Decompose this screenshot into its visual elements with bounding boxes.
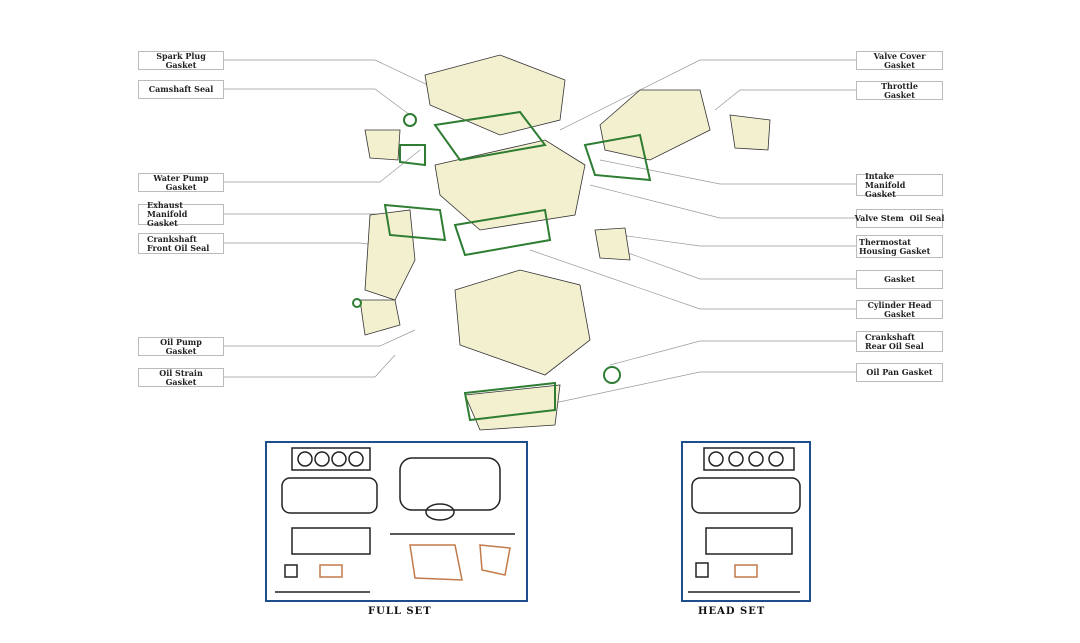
label-intake-manifold-gasket: Intake Manifold Gasket — [856, 171, 943, 198]
leader-lines — [224, 59, 856, 406]
label-oil-pan-gasket: Oil Pan Gasket — [856, 363, 943, 382]
label-throttle-gasket: Throttle Gasket — [856, 81, 943, 100]
label-valve-cover-gasket: Valve Cover Gasket — [856, 51, 943, 70]
exhaust-manifold — [364, 209, 416, 301]
intake-manifold — [599, 89, 711, 161]
label-exhaust-manifold-gasket: Exhaust Manifold Gasket — [138, 201, 224, 228]
label-valve-stem-oil-seal: Valve Stem Oil Seal — [855, 209, 944, 228]
label-cylinder-head-gasket: Cylinder Head Gasket — [856, 300, 943, 319]
oil-pan-gasket — [463, 381, 556, 422]
full-set-box — [265, 441, 528, 602]
label-water-pump-gasket: Water Pump Gasket — [138, 173, 224, 192]
valve-cover — [424, 54, 566, 136]
label-crankshaft-front-oil-seal: Crankshaft Front Oil Seal — [138, 233, 224, 254]
exhaust-manifold-gasket — [383, 203, 447, 242]
throttle-body — [729, 114, 771, 151]
valve-cover-gasket — [433, 110, 547, 162]
intake-manifold-gasket — [583, 133, 652, 182]
label-camshaft-seal: Camshaft Seal — [138, 80, 224, 99]
water-pump — [364, 129, 401, 161]
label-spark-plug-gasket: Spark Plug Gasket — [138, 51, 224, 70]
oil-pump — [359, 299, 401, 336]
head-set-caption: HEAD SET — [698, 606, 766, 617]
label-crankshaft-rear-oil-seal: Crankshaft Rear Oil Seal — [856, 331, 943, 352]
cylinder-head — [434, 139, 586, 231]
label-oil-strain-gasket: Oil Strain Gasket — [138, 368, 224, 387]
head-set-box — [681, 441, 811, 602]
label-gasket: Gasket — [856, 270, 943, 289]
cylinder-head-gasket — [453, 208, 552, 257]
label-thermostat-housing-gasket: Thermostat Housing Gasket — [856, 235, 943, 258]
full-set-caption: FULL SET — [368, 606, 432, 617]
engine-block — [454, 269, 591, 376]
thermostat-housing — [594, 227, 631, 261]
label-oil-pump-gasket: Oil Pump Gasket — [138, 337, 224, 356]
